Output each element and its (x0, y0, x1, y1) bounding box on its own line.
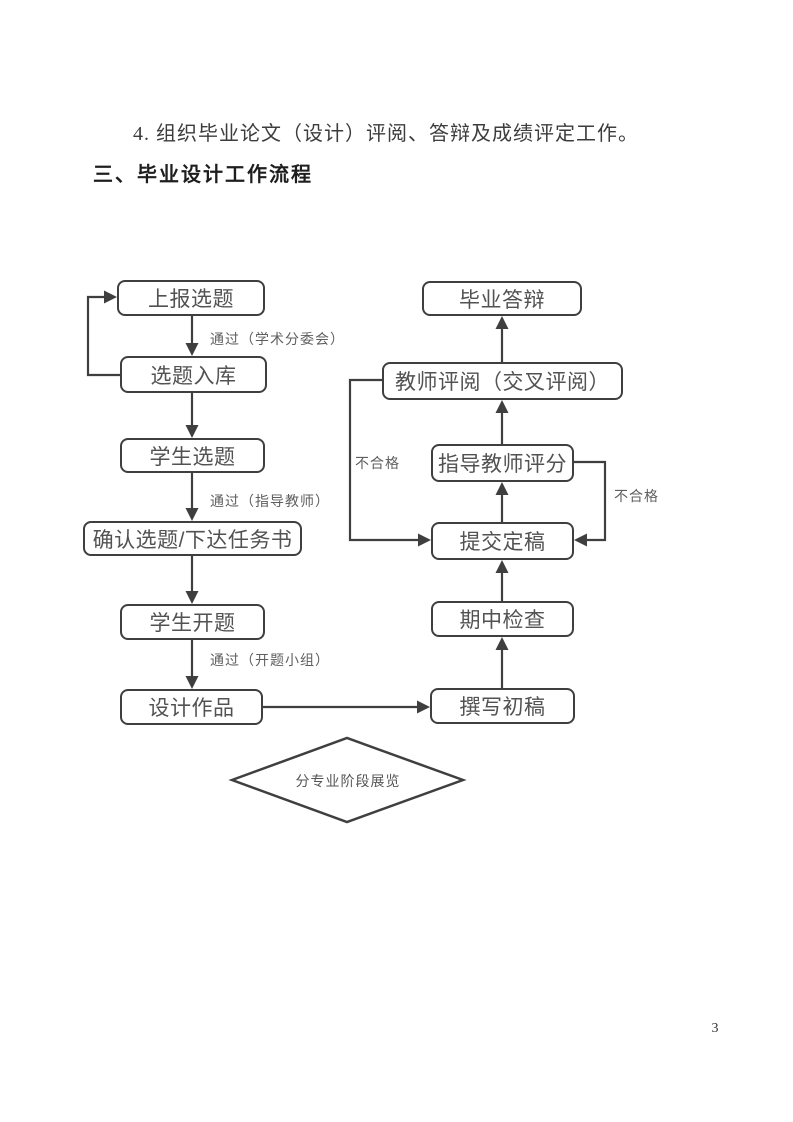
arrowhead-loop-report (104, 290, 117, 304)
loop-review-to-final (348, 378, 419, 542)
flow-node-student-select-topic: 学生选题 (120, 438, 265, 473)
arrowhead-up-2 (495, 560, 509, 573)
stage-exhibition-diamond (228, 736, 467, 824)
arrowheads (104, 290, 587, 714)
arrowhead-loop-review (418, 533, 431, 547)
loop-score-to-final (574, 460, 607, 542)
arrowhead-right-draft (417, 700, 430, 714)
arrowhead-down-3 (185, 508, 199, 521)
edge-label-pass-academic-subcommittee: 通过（学术分委会） (210, 331, 345, 347)
arrowhead-down-2 (185, 425, 199, 438)
flow-node-student-proposal: 学生开题 (120, 604, 265, 640)
flow-node-advisor-scoring: 指导教师评分 (431, 444, 574, 482)
arrowhead-down-5 (185, 676, 199, 689)
flow-node-report-topic: 上报选题 (117, 280, 265, 316)
flow-node-design-work: 设计作品 (120, 689, 263, 725)
paragraph-item-4: 4. 组织毕业论文（设计）评阅、答辩及成绩评定工作。 (133, 123, 639, 145)
edge-label-fail-review-loop: 不合格 (355, 455, 400, 471)
arrowhead-up-4 (495, 400, 509, 413)
arrowhead-loop-score (574, 533, 587, 547)
page-number: 3 (711, 1021, 719, 1036)
flow-node-graduation-defense: 毕业答辩 (422, 281, 582, 316)
flow-node-confirm-topic-assign-task: 确认选题/下达任务书 (83, 521, 302, 556)
arrowhead-up-3 (495, 482, 509, 495)
flow-node-teacher-cross-review: 教师评阅（交叉评阅） (382, 362, 623, 400)
flow-node-midterm-check: 期中检查 (431, 601, 574, 637)
stage-exhibition-label: 分专业阶段展览 (295, 773, 401, 789)
edge-label-pass-proposal-group: 通过（开题小组） (210, 652, 330, 668)
section-heading: 三、毕业设计工作流程 (93, 164, 313, 186)
arrowhead-up-5 (495, 316, 509, 329)
flow-node-write-first-draft: 撰写初稿 (430, 688, 575, 724)
flow-node-topic-into-db: 选题入库 (120, 356, 267, 393)
arrowhead-down-4 (185, 591, 199, 604)
edge-label-fail-score-loop: 不合格 (614, 488, 659, 504)
connector-lines (86, 295, 607, 709)
arrowhead-up-1 (495, 637, 509, 650)
flow-node-submit-final-draft: 提交定稿 (431, 522, 574, 560)
arrowhead-down-1 (185, 343, 199, 356)
loop-db-to-report (86, 295, 120, 377)
edge-label-pass-advisor: 通过（指导教师） (210, 493, 330, 509)
